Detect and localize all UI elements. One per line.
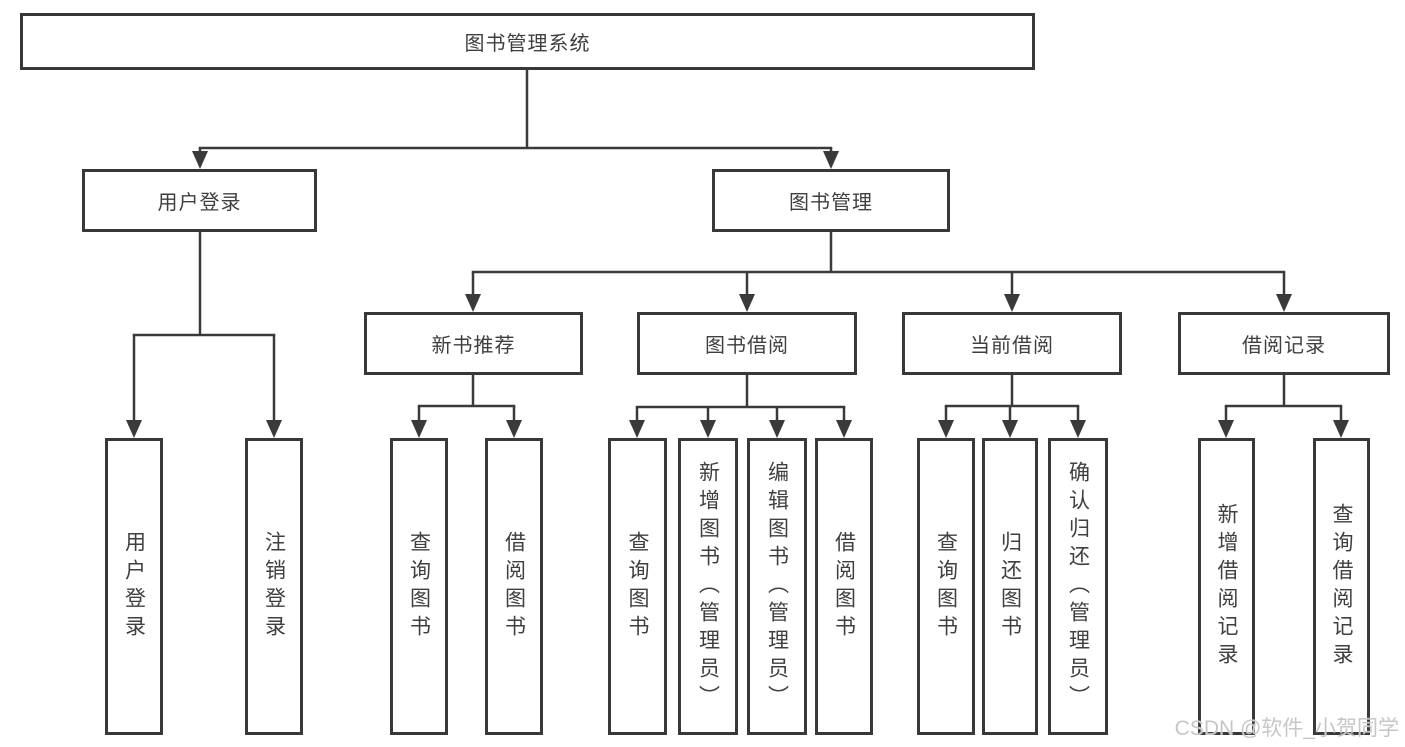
leaf-borrow-books-recommend-label: 借阅图书 — [502, 530, 526, 643]
node-book-borrowing: 图书借阅 — [637, 312, 857, 375]
node-root: 图书管理系统 — [20, 13, 1035, 70]
node-user-login-label: 用户登录 — [157, 192, 242, 214]
leaf-user-login-label: 用户登录 — [122, 530, 146, 643]
connector-user-login — [126, 231, 282, 438]
node-book-borrowing-label: 图书借阅 — [705, 335, 789, 357]
csdn-watermark: CSDN @软件_小贺同学 — [1174, 717, 1399, 740]
leaf-return-books-label: 归还图书 — [998, 530, 1022, 643]
leaf-query-books-borrowing-label: 查询图书 — [626, 530, 649, 643]
leaf-add-book-admin-label: 新增图书（管理员） — [696, 460, 720, 713]
leaf-query-books-current: 查询图书 — [917, 438, 975, 735]
leaf-borrow-books-borrowing-label: 借阅图书 — [832, 530, 856, 643]
leaf-logout: 注销登录 — [245, 438, 303, 735]
leaf-confirm-return-admin: 确认归还（管理员） — [1048, 438, 1108, 735]
connector-book-borrowing — [629, 374, 852, 438]
node-new-book-recommend-label: 新书推荐 — [431, 335, 516, 357]
node-book-management: 图书管理 — [712, 169, 950, 232]
leaf-edit-book-admin: 编辑图书（管理员） — [747, 438, 807, 735]
leaf-query-books-borrowing: 查询图书 — [608, 438, 667, 735]
leaf-borrow-books-borrowing: 借阅图书 — [815, 438, 873, 735]
connector-current-borrowing — [938, 374, 1086, 438]
connector-new-book-recommend — [411, 374, 522, 438]
node-user-login: 用户登录 — [82, 169, 317, 232]
leaf-return-books: 归还图书 — [982, 438, 1038, 735]
leaf-add-borrow-record-label: 新增借阅记录 — [1215, 502, 1238, 671]
leaf-query-borrow-record: 查询借阅记录 — [1313, 438, 1370, 735]
leaf-borrow-books-recommend: 借阅图书 — [485, 438, 543, 735]
leaf-query-books-recommend: 查询图书 — [390, 438, 448, 735]
connector-root — [192, 70, 839, 169]
node-new-book-recommend: 新书推荐 — [364, 312, 583, 375]
leaf-add-borrow-record: 新增借阅记录 — [1198, 438, 1255, 735]
leaf-logout-label: 注销登录 — [262, 530, 286, 643]
leaf-user-login: 用户登录 — [105, 438, 163, 735]
leaf-edit-book-admin-label: 编辑图书（管理员） — [765, 460, 789, 713]
node-root-label: 图书管理系统 — [464, 33, 591, 55]
leaf-query-books-recommend-label: 查询图书 — [407, 530, 431, 643]
connector-book-management — [465, 231, 1292, 312]
node-borrowing-records: 借阅记录 — [1178, 312, 1390, 375]
node-borrowing-records-label: 借阅记录 — [1242, 335, 1326, 357]
node-current-borrowing: 当前借阅 — [902, 312, 1122, 375]
leaf-add-book-admin: 新增图书（管理员） — [678, 438, 738, 735]
node-current-borrowing-label: 当前借阅 — [970, 335, 1054, 357]
leaf-query-books-current-label: 查询图书 — [934, 530, 958, 643]
leaf-query-borrow-record-label: 查询借阅记录 — [1330, 502, 1353, 671]
leaf-confirm-return-admin-label: 确认归还（管理员） — [1066, 460, 1090, 713]
node-book-management-label: 图书管理 — [789, 192, 873, 214]
connector-borrowing-records — [1218, 374, 1349, 438]
